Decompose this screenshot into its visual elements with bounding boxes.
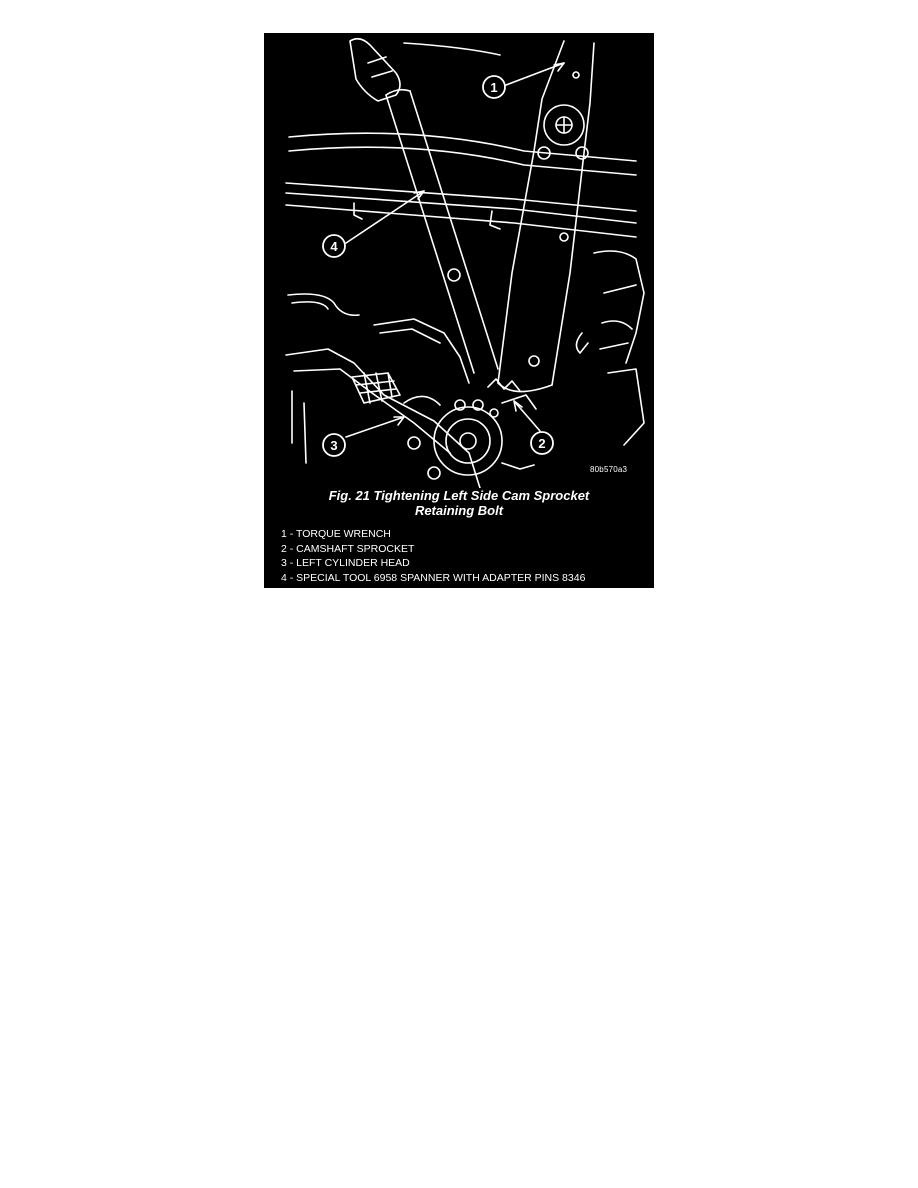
callout-2-circle (530, 431, 554, 455)
callout-3-label: 3 (330, 438, 337, 453)
engine-illustration: 1 4 3 2 80b570a3 (264, 33, 654, 488)
figure-panel: 1 4 3 2 80b570a3 Fig. 21 Tightening Left… (264, 33, 654, 588)
legend-item-2: 2 - CAMSHAFT SPROCKET (281, 542, 415, 555)
diagram-code: 80b570a3 (590, 465, 628, 474)
figure-caption: Fig. 21 Tightening Left Side Cam Sprocke… (264, 488, 654, 518)
callout-1-label: 1 (490, 80, 497, 95)
legend-item-4: 4 - SPECIAL TOOL 6958 SPANNER WITH ADAPT… (281, 571, 586, 584)
callout-2-label: 2 (538, 436, 545, 451)
callout-4-label: 4 (330, 239, 338, 254)
callout-4-circle (322, 234, 346, 258)
caption-line-1: Fig. 21 Tightening Left Side Cam Sprocke… (328, 488, 590, 503)
caption-line-2: Retaining Bolt (414, 503, 504, 518)
line-drawing: 1 4 3 2 (285, 37, 645, 488)
figure-legend: 1 - TORQUE WRENCH 2 - CAMSHAFT SPROCKET … (281, 527, 585, 585)
legend-item-1: 1 - TORQUE WRENCH (281, 528, 391, 540)
callout-3-circle (322, 433, 346, 457)
legend-item-3: 3 - LEFT CYLINDER HEAD (281, 557, 410, 569)
callout-1-circle (482, 75, 506, 99)
